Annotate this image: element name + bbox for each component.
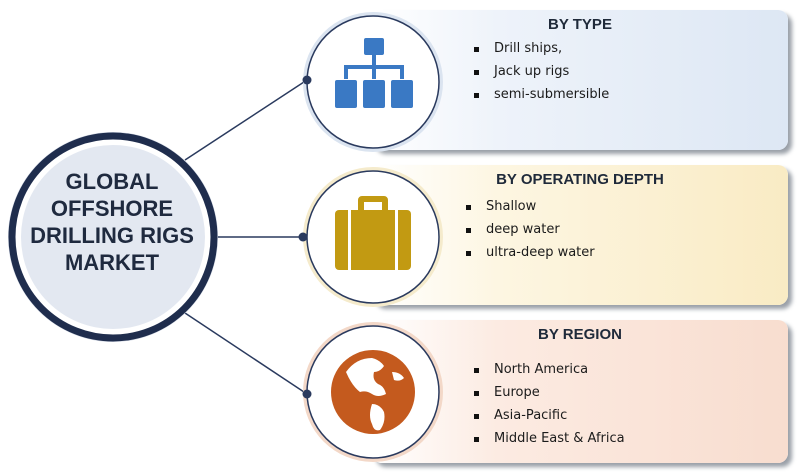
center-title-line: MARKET bbox=[64, 250, 160, 275]
item-list: Shallow deep water ultra-deep water bbox=[464, 195, 595, 264]
icon-circle-depth bbox=[303, 167, 443, 307]
list-item: North America bbox=[472, 358, 625, 381]
list-item: deep water bbox=[464, 218, 595, 241]
item-list: Drill ships, Jack up rigs semi-submersib… bbox=[472, 37, 609, 106]
connector-dot-depth bbox=[298, 232, 308, 242]
item-list: North America Europe Asia-Pacific Middle… bbox=[472, 358, 625, 450]
list-item: semi-submersible bbox=[472, 83, 609, 106]
list-item: Shallow bbox=[464, 195, 595, 218]
center-title-line: DRILLING RIGS bbox=[30, 223, 194, 248]
icon-circle-region bbox=[303, 322, 443, 462]
connector-dot-type bbox=[302, 75, 312, 85]
list-item: Europe bbox=[472, 381, 625, 404]
list-item: Middle East & Africa bbox=[472, 427, 625, 450]
list-item: ultra-deep water bbox=[464, 241, 595, 264]
list-item: Jack up rigs bbox=[472, 60, 609, 83]
center-title: GLOBAL OFFSHORE DRILLING RIGS MARKET bbox=[22, 168, 202, 276]
panel-title: BY REGION bbox=[538, 326, 622, 343]
briefcase-strap-right bbox=[395, 210, 398, 270]
list-item: Drill ships, bbox=[472, 37, 609, 60]
list-item: Asia-Pacific bbox=[472, 404, 625, 427]
panel-title: BY OPERATING DEPTH bbox=[496, 171, 664, 188]
connector-dot-region bbox=[302, 389, 312, 399]
center-title-line: OFFSHORE bbox=[50, 196, 174, 221]
connector-region bbox=[184, 312, 308, 395]
hierarchy-icon bbox=[335, 38, 413, 108]
center-title-line: GLOBAL bbox=[65, 169, 159, 194]
briefcase-icon bbox=[335, 196, 411, 270]
connector-type bbox=[184, 79, 308, 161]
icon-circle-type bbox=[303, 12, 443, 152]
globe-icon bbox=[331, 350, 415, 434]
center-node bbox=[8, 132, 218, 342]
briefcase-strap-left bbox=[348, 210, 351, 270]
panel-title: BY TYPE bbox=[548, 16, 612, 33]
